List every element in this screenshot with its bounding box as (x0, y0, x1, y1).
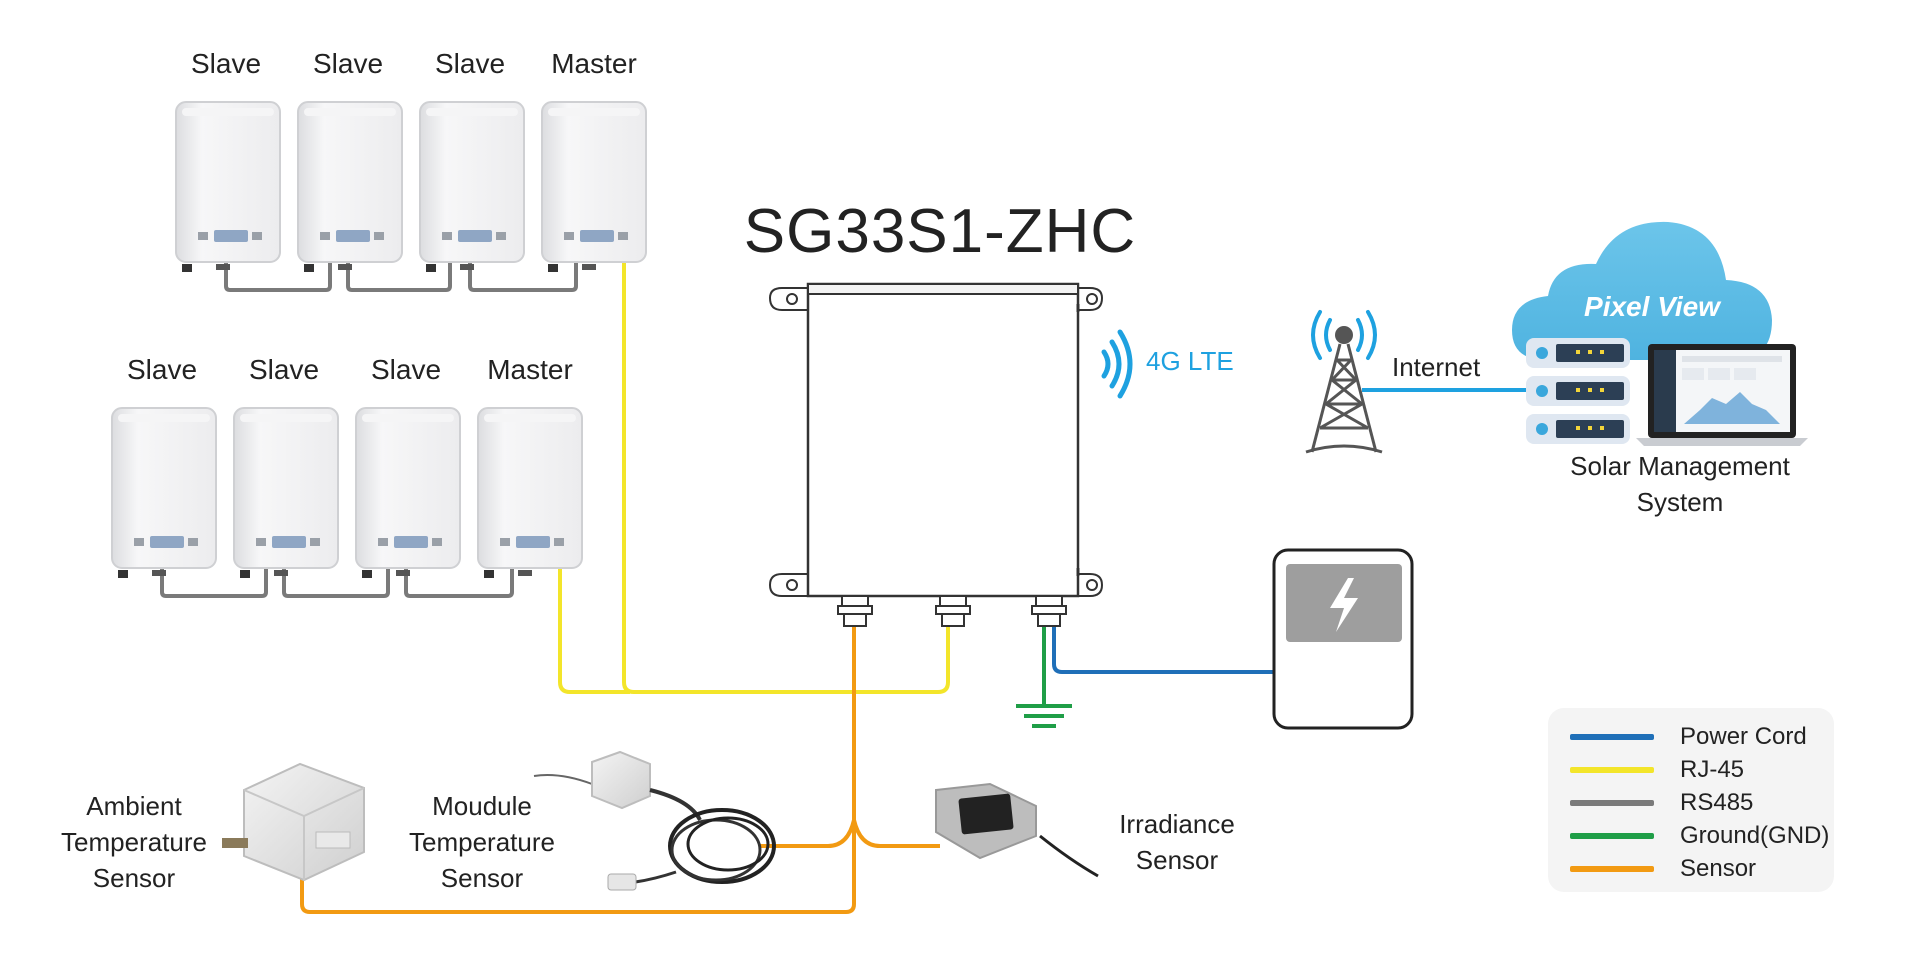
module-sensor-label: Moudule Temperature Sensor (392, 788, 572, 896)
ambient-sensor-label-line: Ambient (86, 791, 182, 821)
ground-cable (1016, 626, 1072, 728)
laptop-icon (1636, 344, 1808, 446)
legend-swatch (1570, 767, 1654, 773)
rj45-cables (558, 258, 950, 694)
module-sensor-label-line: Temperature (409, 827, 555, 857)
legend-item-ground: Ground(GND) (1570, 821, 1829, 851)
server-icon (1526, 338, 1630, 444)
device-title: SG33S1-ZHC (743, 197, 1137, 266)
inverter-icon (477, 407, 583, 578)
wifi-signal-icon (1101, 329, 1133, 399)
legend-swatch (1570, 800, 1654, 806)
legend-label: Sensor (1680, 855, 1757, 882)
inverter-label-slave: Slave (190, 48, 262, 79)
rs485-chain-row1 (224, 262, 578, 292)
inverter-label-slave: Slave (248, 354, 320, 385)
legend-swatch (1570, 866, 1654, 872)
sms-label-line1: Solar Management (1570, 451, 1790, 481)
inverter-icon (419, 101, 525, 272)
inverter-label-slave: Slave (370, 354, 442, 385)
inverter-label-master: Master (551, 48, 637, 79)
cloud-brand-text: Pixel View (1584, 291, 1722, 322)
irradiance-sensor-label-line: Sensor (1135, 845, 1219, 875)
legend-item-rs485: RS485 (1570, 788, 1753, 818)
inverter-label-slave: Slave (312, 48, 384, 79)
internet-label: Internet (1392, 352, 1481, 382)
inverter-row-1 (175, 101, 647, 272)
inverter-label-slave: Slave (434, 48, 506, 79)
legend-label: Ground(GND) (1680, 822, 1830, 849)
power-meter-icon (1272, 548, 1414, 730)
inverter-icon (297, 101, 403, 272)
temperature-sensor-icon (222, 762, 365, 882)
legend: Power Cord RJ-45 RS485 Ground(GND) Senso… (1548, 708, 1834, 892)
ambient-sensor-label-line: Temperature (61, 827, 207, 857)
irradiance-sensor-label-line: Irradiance (1119, 809, 1235, 839)
inverter-icon (175, 101, 281, 272)
legend-swatch (1570, 833, 1654, 839)
temperature-sensor-icon (533, 750, 776, 891)
inverter-row-2 (111, 407, 583, 578)
inverter-label-slave: Slave (126, 354, 198, 385)
ambient-sensor-label-line: Sensor (92, 863, 176, 893)
ambient-sensor-label: Ambient Temperature Sensor (44, 788, 224, 896)
cloud-icon: Pixel View (1512, 221, 1772, 360)
datalogger-box-icon (768, 282, 1104, 627)
irradiance-sensor-icon (935, 782, 1099, 878)
legend-label: RJ-45 (1680, 756, 1745, 783)
legend-item-sensor: Sensor (1570, 854, 1756, 884)
legend-label: RS485 (1680, 789, 1754, 816)
module-sensor-label-line: Moudule (432, 791, 532, 821)
rs485-chain-row2 (160, 568, 514, 598)
inverter-label-master: Master (487, 354, 573, 385)
sms-label-line2: System (1636, 487, 1724, 517)
lte-label: 4G LTE (1146, 346, 1234, 376)
cell-tower-icon (1305, 310, 1383, 454)
solar-management-system-label: Solar Management System (1540, 448, 1820, 520)
power-cord (1052, 626, 1274, 674)
inverter-icon (233, 407, 339, 578)
legend-item-rj45: RJ-45 (1570, 755, 1744, 785)
inverter-icon (355, 407, 461, 578)
lightning-icon (1330, 578, 1358, 632)
legend-swatch (1570, 734, 1654, 740)
legend-label: Power Cord (1680, 723, 1807, 750)
sensor-cables (300, 626, 940, 914)
module-sensor-label-line: Sensor (440, 863, 524, 893)
irradiance-sensor-label: Irradiance Sensor (1094, 806, 1260, 878)
legend-item-power-cord: Power Cord (1570, 722, 1807, 752)
inverter-icon (541, 101, 647, 272)
inverter-icon (111, 407, 217, 578)
